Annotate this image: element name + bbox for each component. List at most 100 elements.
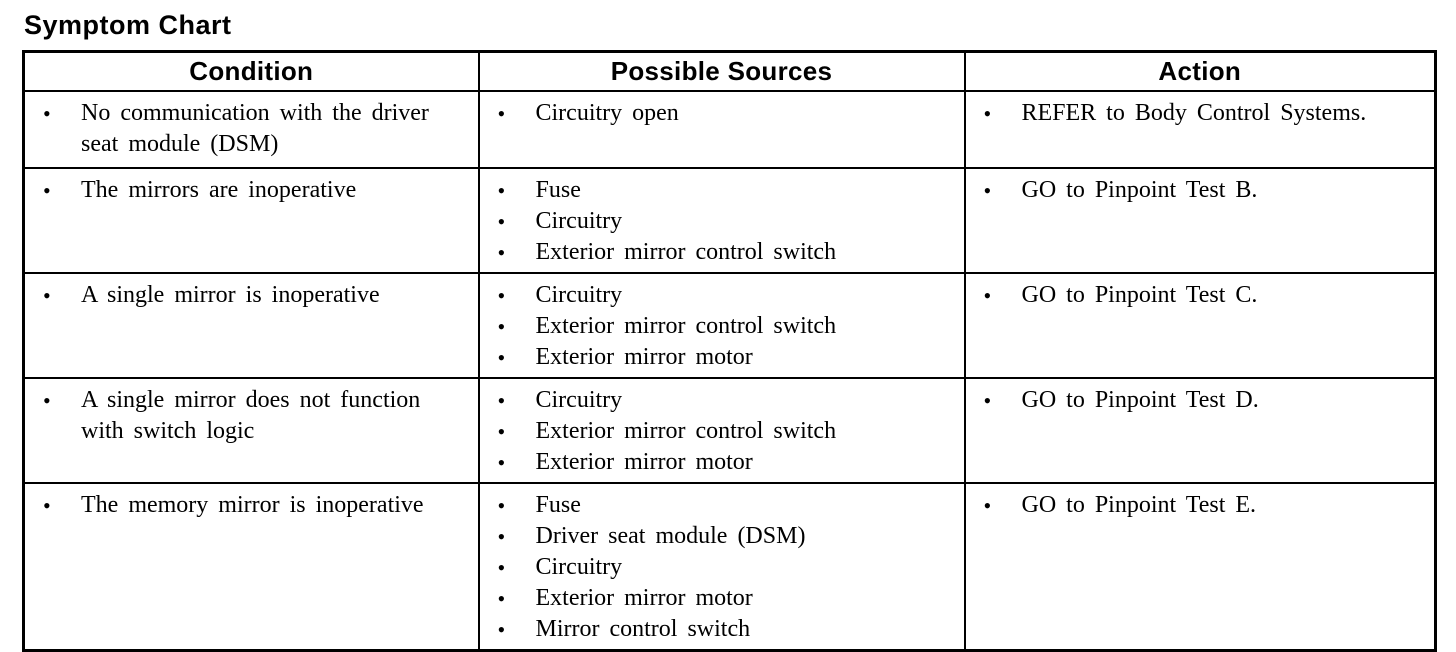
bullet-icon: • [497,585,506,611]
table-row: •A single mirror is inoperative•Circuitr… [22,271,1437,379]
sources-cell: • Circuitry •Exterior mirror control switc… [477,376,966,484]
item-text: Circuitry [535,386,623,413]
item-text: Fuse [535,176,581,203]
bullet-list: • The mirrors are inoperative [43,175,468,206]
item-text: The memory mirror is inoperative [81,491,424,518]
item-text: Circuitry open [535,99,679,126]
bullet-list: • GO to Pinpoint Test E. [984,490,1425,521]
list-item: •REFER to Body Control Systems. [984,98,1425,129]
list-item: •Exterior mirror control switch [498,311,954,342]
bullet-list: • GO to Pinpoint Test C. [984,280,1425,311]
symptom-chart-table: Condition Possible Sources Action • No co… [22,50,1437,652]
bullet-icon: • [497,387,506,413]
column-header-action: Action [963,50,1437,92]
list-item: • Circuitry [498,385,954,416]
bullet-list: • A single mirror does not function with … [43,385,468,447]
list-item: •Exterior mirror motor [498,342,954,373]
bullet-icon: • [497,344,506,370]
bullet-icon: • [497,313,506,339]
item-text: The mirrors are inoperative [81,176,357,203]
list-item: •A single mirror is inoperative [43,280,468,311]
item-text: Mirror control switch [535,615,751,642]
item-text: Fuse [535,491,581,518]
condition-cell: •No communication with the driver seat m… [22,89,480,169]
bullet-list: •Circuitry open [498,98,954,129]
bullet-icon: • [497,616,506,642]
document-page: Symptom Chart Condition Possible Sources… [0,10,1456,652]
list-item: •Exterior mirror control switch [498,416,954,447]
bullet-icon: • [983,492,992,518]
action-cell: • GO to Pinpoint Test E. [963,481,1437,651]
list-item: • Exterior mirror control switch [498,237,954,268]
item-text: No communication with the driver seat mo… [81,99,429,157]
bullet-icon: • [497,449,506,475]
table-row: • No communication with the driver seat m… [22,89,1437,169]
column-header-possible-sources: Possible Sources [477,50,966,92]
bullet-icon: • [497,282,506,308]
sources-cell: •Fuse•Circuitry•Exterior mirror control … [477,166,966,274]
bullet-icon: • [43,177,51,203]
bullet-list: • The memory mirror is inoperative [43,490,468,521]
action-cell: • GO to Pinpoint Test C. [963,271,1437,379]
sources-cell: •Fuse•Driver seat module (DSM)•Circuitry… [477,481,966,651]
list-item: • GO to Pinpoint Test E. [984,490,1425,521]
item-text: GO to Pinpoint Test B. [1021,176,1258,203]
item-text: Circuitry [535,281,623,308]
action-cell: • GO to Pinpoint Test B. [963,166,1437,274]
item-text: GO to Pinpoint Test C. [1021,281,1258,308]
list-item: • Exterior mirror motor [498,447,954,478]
bullet-list: •Fuse•Driver seat module (DSM)•Circuitry… [498,490,954,645]
list-item: • Circuitry [498,280,954,311]
item-text: Driver seat module (DSM) [535,522,806,549]
bullet-icon: • [983,177,992,203]
bullet-list: •GO to Pinpoint Test D. [984,385,1425,416]
condition-cell: • A single mirror does not function with … [22,376,480,484]
column-header-condition: Condition [22,50,480,92]
condition-cell: •A single mirror is inoperative [22,271,480,379]
bullet-list: • GO to Pinpoint Test B. [984,175,1425,206]
condition-cell: • The mirrors are inoperative [22,166,480,274]
table-header-row: Condition Possible Sources Action [22,50,1437,92]
table-row: • A single mirror does not function with … [22,376,1437,484]
bullet-icon: • [43,492,51,518]
list-item: • GO to Pinpoint Test C. [984,280,1425,311]
list-item: •Circuitry [498,206,954,237]
item-text: GO to Pinpoint Test D. [1021,386,1259,413]
bullet-icon: • [497,554,506,580]
bullet-icon: • [497,418,506,444]
list-item: •GO to Pinpoint Test D. [984,385,1425,416]
sources-cell: •Circuitry open [477,89,966,169]
action-cell: •REFER to Body Control Systems. [963,89,1437,169]
bullet-icon: • [983,282,992,308]
bullet-list: •No communication with the driver seat m… [43,98,468,160]
list-item: • Mirror control switch [498,614,954,645]
item-text: Exterior mirror motor [535,584,753,611]
item-text: Exterior mirror motor [535,448,753,475]
list-item: •Driver seat module (DSM) [498,521,954,552]
list-item: • The mirrors are inoperative [43,175,468,206]
page-title: Symptom Chart [24,10,232,40]
sources-cell: • Circuitry •Exterior mirror control switc… [477,271,966,379]
table-body: • No communication with the driver seat m… [22,89,1437,651]
list-item: •Circuitry open [498,98,954,129]
item-text: GO to Pinpoint Test E. [1021,491,1257,518]
bullet-icon: • [497,208,506,234]
item-text: Exterior mirror control switch [535,238,837,265]
list-item: • GO to Pinpoint Test B. [984,175,1425,206]
list-item: •No communication with the driver seat m… [43,98,468,160]
bullet-icon: • [497,239,506,265]
bullet-icon: • [497,177,506,203]
bullet-icon: • [43,282,51,308]
list-item: •Circuitry [498,552,954,583]
bullet-list: • Circuitry •Exterior mirror control switc… [498,280,954,373]
item-text: A single mirror does not function with s… [81,386,421,444]
list-item: • The memory mirror is inoperative [43,490,468,521]
list-item: • A single mirror does not function with … [43,385,468,447]
list-item: • Exterior mirror motor [498,583,954,614]
action-cell: •GO to Pinpoint Test D. [963,376,1437,484]
bullet-icon: • [983,100,992,126]
bullet-icon: • [43,387,51,413]
bullet-list: •A single mirror is inoperative [43,280,468,311]
bullet-list: •REFER to Body Control Systems. [984,98,1425,129]
bullet-list: •Fuse•Circuitry•Exterior mirror control … [498,175,954,268]
